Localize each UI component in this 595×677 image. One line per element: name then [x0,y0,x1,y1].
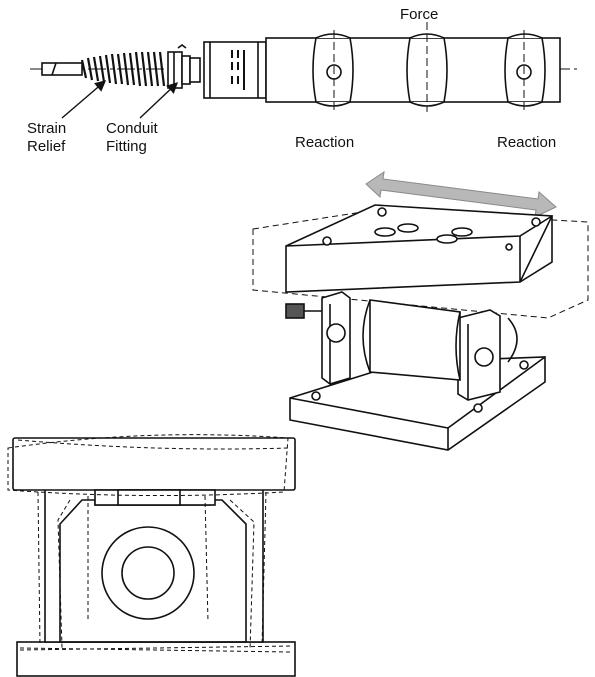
reaction-ring-right [504,33,546,107]
reaction-right-label: Reaction [497,134,557,151]
mount-front-view [7,434,296,677]
cable-stub [285,303,305,319]
conduit-fitting-label: Conduit Fitting [106,120,158,156]
load-cell-side-view [30,22,578,119]
conduit-fitting-label-line2: Fitting [106,138,147,155]
beam-body [265,37,561,103]
front-load-cell-inner [121,546,175,600]
cable [41,62,83,76]
reaction-left-label: Reaction [295,134,355,151]
strain-relief-leader [61,80,107,119]
connector-markings [231,50,245,90]
strain-relief-label-line2: Relief [27,138,66,155]
motion-arrow [365,170,557,218]
reaction-ring-left [312,33,354,107]
strain-relief-label-line1: Strain [27,120,67,137]
front-base-plate [16,641,296,677]
strain-relief-coil [80,51,166,87]
deflection-outlines [7,434,293,653]
force-label: Force [400,6,439,23]
front-top-plate [12,437,296,491]
top-plate [285,204,554,293]
conduit-fitting-leader [139,82,179,119]
strain-relief-label: Strain Relief [27,120,66,156]
conduit-fitting-label-line1: Conduit [106,120,158,137]
load-cell-body [369,299,461,381]
connector-body [203,41,267,99]
force-ring [406,33,448,107]
mount-isometric-view [252,170,589,451]
conduit-fitting [167,44,201,89]
